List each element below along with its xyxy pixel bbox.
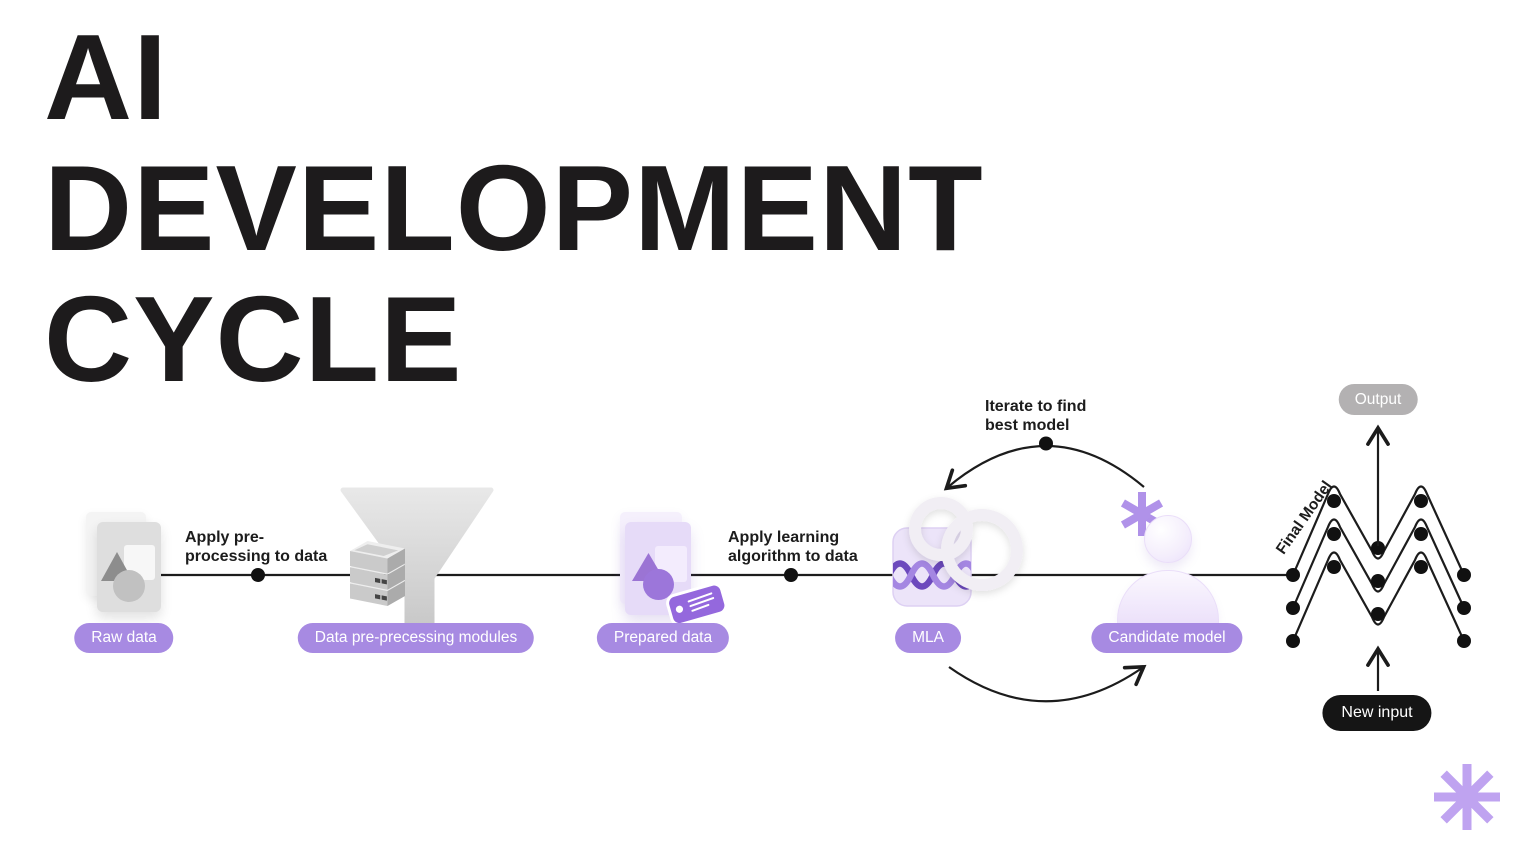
person-body-icon bbox=[1117, 570, 1219, 623]
circle-shape-icon bbox=[643, 569, 674, 600]
circle-shape-icon bbox=[113, 570, 145, 602]
annotation-iterate: Iterate to find best model bbox=[985, 397, 1086, 435]
iterate-arc-bottom bbox=[948, 664, 1147, 703]
preprocessing-modules-pill: Data pre-precessing modules bbox=[297, 623, 535, 653]
annotation-line: best model bbox=[985, 417, 1070, 434]
person-head-icon bbox=[1144, 515, 1192, 563]
annotation-line: algorithm to data bbox=[728, 548, 858, 565]
rings-icon bbox=[909, 497, 1023, 591]
funnel-with-servers-icon bbox=[335, 486, 495, 636]
raw-data-pill: Raw data bbox=[74, 623, 174, 653]
final-model-zigzag bbox=[1291, 485, 1466, 642]
pipeline-node-1 bbox=[251, 568, 265, 582]
mla-icon bbox=[885, 480, 1035, 615]
annotation-apply-preprocessing: Apply pre- processing to data bbox=[185, 528, 327, 566]
annotation-line: Iterate to find bbox=[985, 398, 1087, 415]
candidate-model-pill: Candidate model bbox=[1091, 623, 1243, 653]
final-model-nodes bbox=[1286, 494, 1471, 648]
title-line-3: CYCLE bbox=[44, 271, 463, 407]
candidate-model-icon bbox=[1110, 488, 1245, 623]
title-line-1: AI bbox=[44, 9, 168, 145]
prepared-data-pill: Prepared data bbox=[596, 623, 730, 653]
pipeline-node-2 bbox=[784, 568, 798, 582]
tag-icon bbox=[666, 582, 728, 627]
new-input-pill: New input bbox=[1322, 695, 1432, 731]
mla-pill: MLA bbox=[895, 623, 961, 653]
prepared-data-icon bbox=[608, 500, 748, 640]
output-pill: Output bbox=[1338, 384, 1418, 415]
annotation-line: Apply pre- bbox=[185, 529, 265, 546]
annotation-line: processing to data bbox=[185, 548, 328, 565]
raw-data-icon bbox=[80, 508, 175, 623]
title-line-2: DEVELOPMENT bbox=[44, 140, 984, 276]
annotation-line: Apply learning bbox=[728, 529, 840, 546]
funnel-icon bbox=[340, 487, 494, 635]
page-title: AI DEVELOPMENT CYCLE bbox=[44, 12, 984, 405]
annotation-apply-learning: Apply learning algorithm to data bbox=[728, 528, 858, 566]
server-stack-icon bbox=[350, 541, 405, 606]
iterate-arc-node bbox=[1039, 436, 1053, 451]
dna-helix-rings-icon bbox=[892, 497, 1023, 607]
asterisk-burst-icon bbox=[1434, 764, 1500, 830]
